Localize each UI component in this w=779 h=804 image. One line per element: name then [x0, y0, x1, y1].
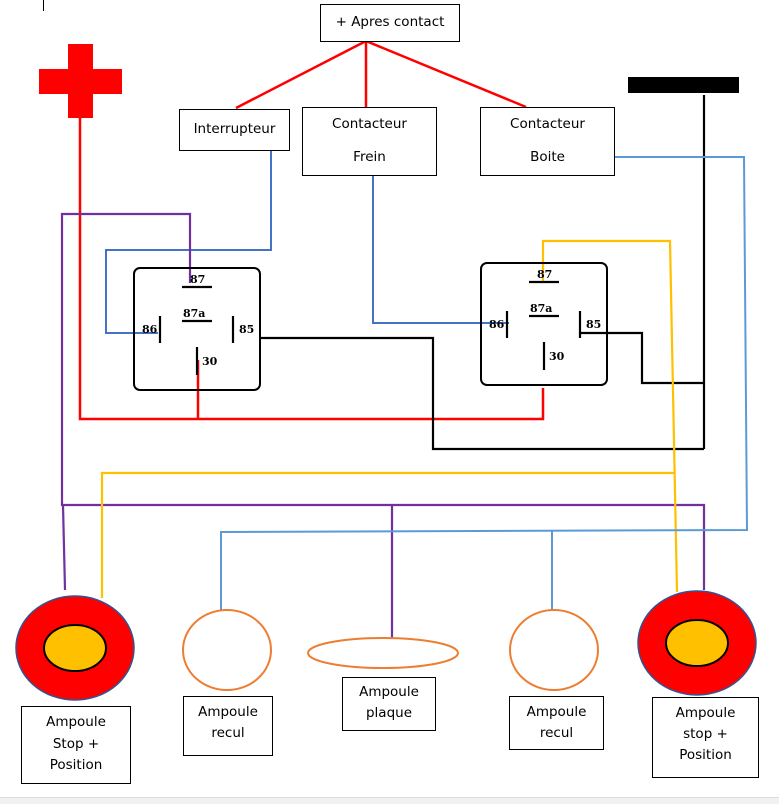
contacteur-boite-line1: Contacteur [510, 116, 585, 132]
relay2-pin-86: 86 [489, 318, 505, 331]
bulb-label-line: recul [539, 725, 574, 741]
wire-positive-main [78, 118, 545, 421]
bulb-label-line: Ampoule [46, 714, 106, 730]
relay1-pin-85: 85 [239, 323, 254, 336]
bulb-recul-right [509, 609, 599, 691]
bulb-stop-left [15, 595, 135, 701]
bulb-stop-right [637, 590, 757, 696]
relay1-pin-30: 30 [202, 355, 218, 368]
relay1-pin-87a: 87a [183, 307, 205, 320]
bulb-label-line: Ampoule [198, 704, 258, 720]
label-bulb-stop-right: Ampoule stop + Position [652, 697, 759, 778]
interrupteur-label: Interrupteur [193, 121, 276, 137]
wire-position [60, 212, 706, 638]
apres-contact-label: + Apres contact [335, 14, 445, 30]
relay2-pin-87a: 87a [530, 302, 552, 315]
relay1-pin-87: 87 [190, 273, 205, 286]
label-bulb-plaque: Ampoule plaque [342, 677, 436, 731]
box-contacteur-frein: Contacteur Frein [302, 107, 437, 176]
contacteur-boite-line2: Boite [530, 149, 565, 165]
box-apres-contact: + Apres contact [320, 4, 460, 42]
label-bulb-stop-left: Ampoule Stop + Position [21, 706, 131, 784]
bulb-label-line: Ampoule [359, 684, 419, 700]
text-cursor [43, 0, 44, 11]
wire-frein-relay2-86 [372, 175, 509, 324]
box-interrupteur: Interrupteur [179, 109, 290, 151]
wire-reverse [220, 156, 749, 610]
bulb-label-line: Stop + [52, 736, 100, 752]
bulb-plaque [307, 637, 459, 669]
relay2-pin-85: 85 [586, 318, 601, 331]
bulb-label-line: plaque [365, 705, 413, 721]
bulb-label-line: Ampoule [526, 704, 587, 720]
label-bulb-recul-left: Ampoule recul [183, 696, 273, 756]
positive-terminal-icon [39, 44, 122, 118]
relay-2: 87 87a 86 85 30 [480, 262, 608, 386]
bulb-label-line: Position [49, 757, 103, 773]
label-bulb-recul-right: Ampoule recul [509, 696, 604, 750]
relay2-pin-30: 30 [549, 350, 565, 363]
bulb-label-line: recul [211, 725, 245, 741]
box-contacteur-boite: Contacteur Boite [480, 107, 615, 176]
ground-bar-icon [628, 77, 739, 93]
relay1-pin-86: 86 [142, 323, 158, 336]
bulb-label-line: Ampoule [675, 705, 736, 721]
wire-apres-contact [235, 39, 527, 110]
relay-1: 87 87a 86 85 30 [133, 267, 261, 391]
relay2-pin-87: 87 [537, 268, 552, 281]
contacteur-frein-line1: Contacteur [332, 116, 407, 132]
wire-interrupteur-relay1-86 [105, 150, 272, 334]
contacteur-frein-line2: Frein [353, 149, 386, 165]
footer-bar [0, 797, 779, 804]
bulb-label-line: Position [679, 747, 732, 763]
bulb-label-line: stop + [683, 726, 728, 742]
bulb-recul-left [182, 609, 272, 691]
